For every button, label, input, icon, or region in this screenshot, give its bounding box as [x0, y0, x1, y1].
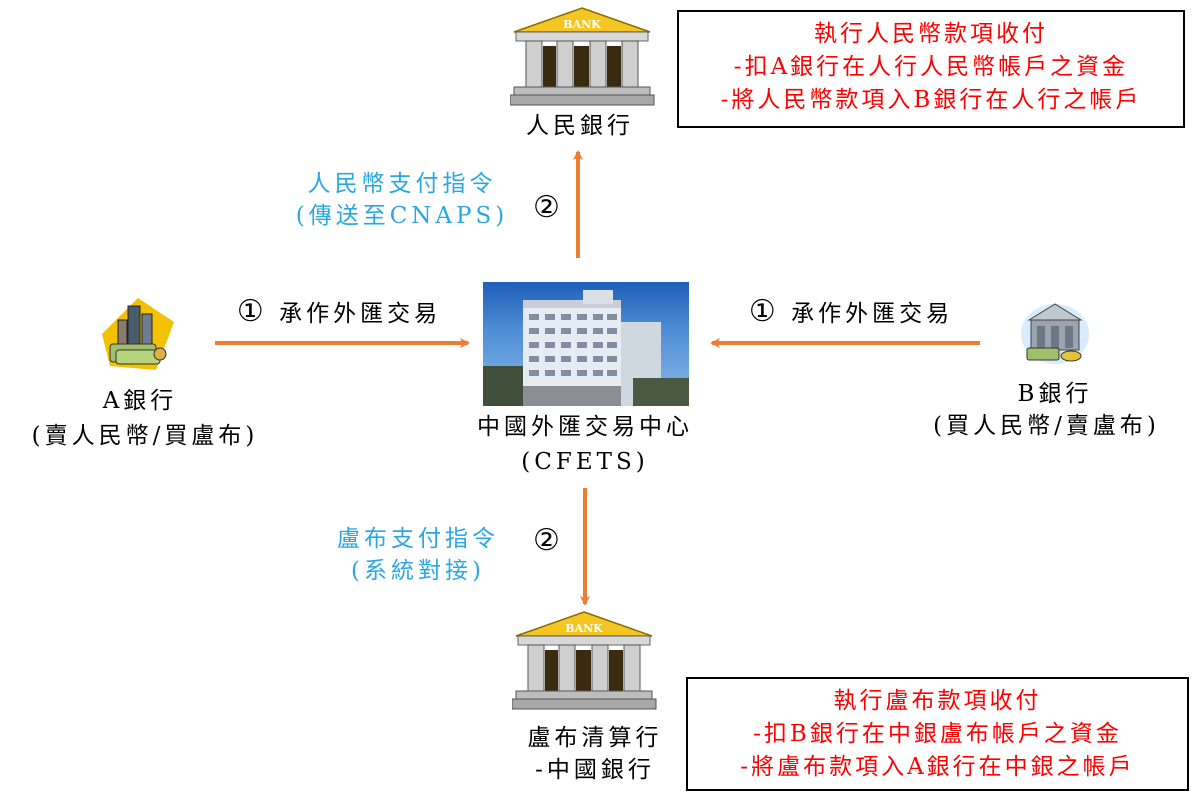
bank-b-name: B銀行	[1017, 381, 1093, 407]
top-info-box: 執行人民幣款項收付 -扣A銀行在人行人民幣帳戶之資金 -將人民幣款項入B銀行在人…	[677, 10, 1185, 128]
step-bottom-number: ②	[533, 523, 560, 558]
step-right-label: ① 承作外匯交易	[726, 296, 976, 330]
step-right-number: ①	[748, 294, 780, 329]
step-left-text: 承作外匯交易	[279, 301, 442, 327]
bank-a-icon	[98, 294, 178, 374]
step-top-line-1: 人民幣支付指令	[307, 171, 497, 197]
step-left-number: ①	[236, 294, 268, 329]
top-info-line-3: -將人民幣款項入B銀行在人行之帳戶	[720, 87, 1142, 113]
bank-b-role: (買人民幣/賣盧布)	[933, 413, 1160, 439]
top-info-line-1: 執行人民幣款項收付	[814, 21, 1048, 47]
step-bottom-line-2: (系統對接)	[351, 558, 485, 584]
cfets-building-photo	[483, 282, 689, 406]
step-bottom-label: 盧布支付指令 (系統對接)	[318, 523, 518, 587]
step-top-number: ②	[533, 190, 560, 225]
bottom-bank-name-line-2: -中國銀行	[535, 757, 655, 783]
bottom-info-box: 執行盧布款項收付 -扣B銀行在中銀盧布帳戶之資金 -將盧布款項入A銀行在中銀之帳…	[686, 677, 1189, 791]
step-left-label: ① 承作外匯交易	[214, 296, 464, 330]
bottom-info-line-1: 執行盧布款項收付	[833, 688, 1042, 714]
step-top-line-2: (傳送至CNAPS)	[295, 203, 509, 229]
bottom-info-line-3: -將盧布款項入A銀行在中銀之帳戶	[740, 754, 1135, 780]
step-right-text: 承作外匯交易	[791, 301, 954, 327]
top-bank-icon: BANK	[510, 6, 655, 110]
top-bank-name: 人民銀行	[526, 113, 634, 139]
bottom-bank-sign: BANK	[565, 622, 603, 635]
bottom-bank-icon: BANK	[512, 610, 657, 714]
bank-b-icon	[1015, 294, 1095, 368]
cfets-name: 中國外匯交易中心	[477, 414, 693, 440]
top-info-line-2: -扣A銀行在人行人民幣帳戶之資金	[733, 54, 1129, 80]
cfets-abbr: (CFETS)	[521, 449, 649, 475]
top-bank-sign: BANK	[563, 18, 601, 31]
bottom-info-line-2: -扣B銀行在中銀盧布帳戶之資金	[753, 721, 1122, 747]
bank-a-name: A銀行	[102, 388, 178, 414]
step-bottom-line-1: 盧布支付指令	[337, 526, 499, 552]
bank-a-role: (賣人民幣/買盧布)	[31, 423, 259, 449]
bottom-bank-name-line-1: 盧布清算行	[527, 725, 663, 751]
step-top-label: 人民幣支付指令 (傳送至CNAPS)	[282, 168, 522, 232]
bottom-bank-name: 盧布清算行 -中國銀行	[500, 722, 690, 786]
